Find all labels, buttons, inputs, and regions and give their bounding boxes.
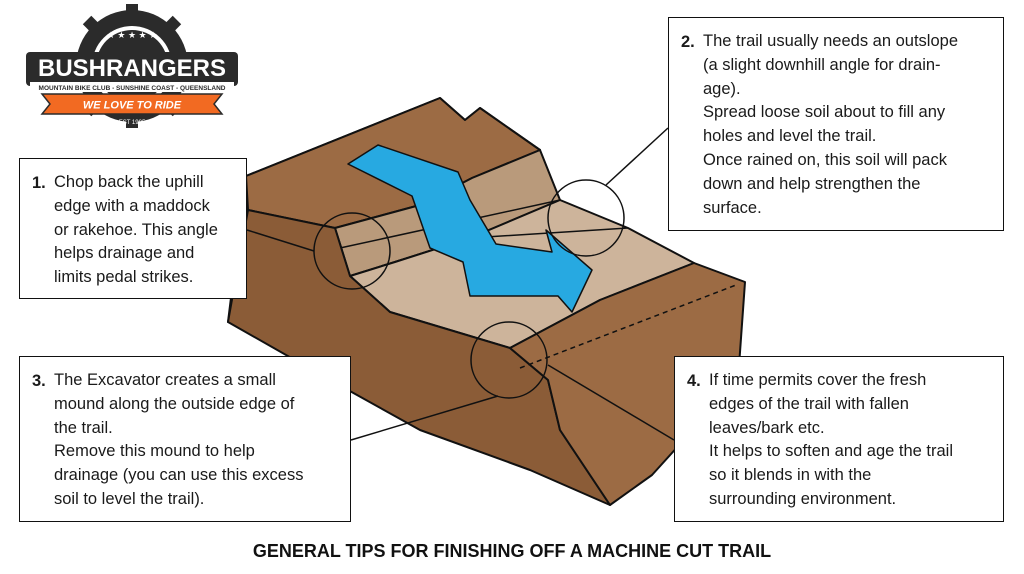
tip-line: edges of the trail with fallen (709, 394, 909, 413)
tip-line: surface. (703, 198, 762, 217)
callout-circle-2 (547, 179, 625, 257)
bushrangers-logo: ★ ★ ★ ★ ★ BUSHRANGERS MOUNTAIN BIKE CLUB… (26, 4, 238, 128)
leader-line-1 (246, 229, 315, 252)
flow-direction-arrow (347, 144, 593, 313)
tip-line: down and help strengthen the (703, 174, 921, 193)
tip-line: the trail. (54, 418, 113, 437)
svg-text:★ ★ ★ ★ ★: ★ ★ ★ ★ ★ (107, 30, 157, 40)
tip-box-1: 1. Chop back the uphill edge with a madd… (19, 158, 247, 299)
tip-number: 2. (681, 33, 695, 51)
tip-line: Once rained on, this soil will pack (703, 150, 947, 169)
tip-box-3: 3. The Excavator creates a small mound a… (19, 356, 351, 522)
logo-est: EST 1995 (119, 120, 146, 126)
logo-name: BUSHRANGERS (38, 55, 226, 82)
tip-line: limits pedal strikes. (54, 268, 194, 287)
tip-box-2: 2. The trail usually needs an outslope (… (668, 17, 1004, 231)
diagram-caption: GENERAL TIPS FOR FINISHING OFF A MACHINE… (252, 541, 772, 561)
tip-line: edge with a maddock (54, 196, 210, 215)
tip-line: The trail usually needs an outslope (703, 32, 958, 50)
tip-line: (a slight downhill angle for drain- (703, 55, 941, 74)
tip-line: drainage (you can use this excess (54, 466, 304, 485)
tip-line: surrounding environment. (709, 489, 897, 508)
tip-line: Remove this mound to help (54, 442, 255, 461)
tip-number: 3. (32, 372, 46, 390)
tip-line: The Excavator creates a small (54, 371, 276, 389)
tip-box-4: 4. If time permits cover the fresh edges… (674, 356, 1004, 522)
tip-line: helps drainage and (54, 244, 195, 263)
tip-line: leaves/bark etc. (709, 418, 825, 437)
tip-line: or rakehoe. This angle (54, 220, 218, 239)
tip-line: so it blends in with the (709, 466, 872, 485)
leader-line-2 (605, 127, 669, 186)
logo-ribbon-text: WE LOVE TO RIDE (83, 100, 182, 112)
logo-ribbon (40, 93, 224, 115)
tip-line: mound along the outside edge of (54, 394, 295, 413)
tip-line: age). (703, 79, 741, 98)
tip-line: Spread loose soil about to fill any (703, 103, 946, 122)
tip-line: soil to level the trail). (54, 489, 205, 508)
tip-line: It helps to soften and age the trail (709, 442, 953, 461)
callout-circle-3 (470, 321, 548, 399)
tip-line: Chop back the uphill (54, 173, 204, 191)
tip-line: holes and level the trail. (703, 127, 877, 146)
tip-number: 4. (687, 372, 701, 390)
leader-line-4 (547, 364, 675, 441)
tip-number: 1. (32, 174, 46, 192)
leader-line-3 (350, 395, 499, 441)
tip-line: If time permits cover the fresh (709, 371, 927, 389)
logo-subtitle: MOUNTAIN BIKE CLUB - SUNSHINE COAST - QU… (39, 85, 226, 92)
original-slope-line (519, 284, 737, 369)
